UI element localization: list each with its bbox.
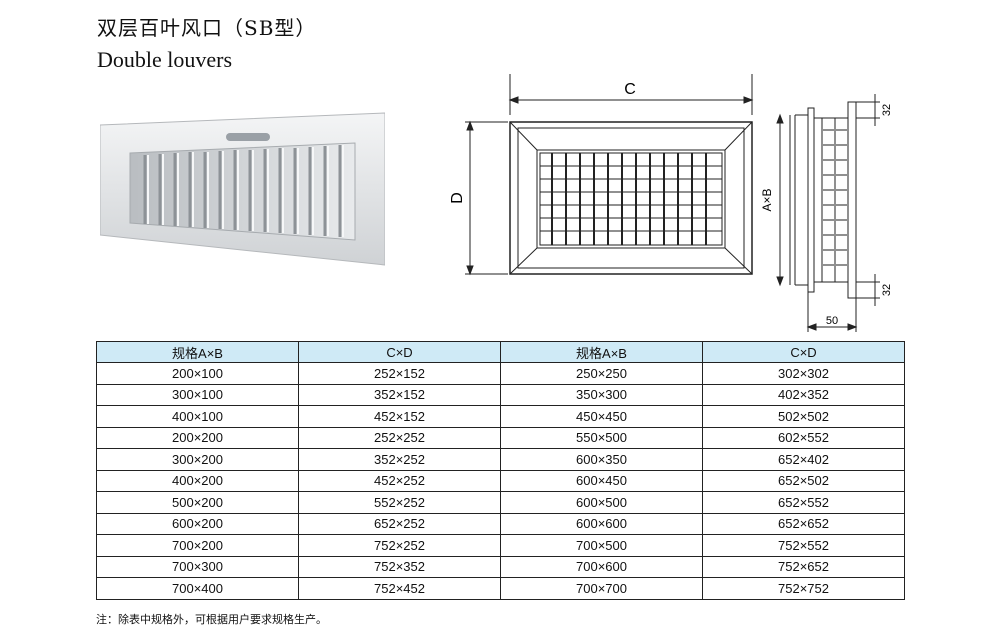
table-cell: 600×600 — [500, 512, 703, 535]
table-cell: 200×100 — [96, 362, 299, 385]
dimension-label-axb: A×B — [760, 188, 774, 211]
column-header: C×D — [702, 341, 905, 363]
page-subtitle: Double louvers — [97, 47, 233, 72]
table-header-row: 规格A×B C×D 规格A×B C×D — [96, 341, 905, 363]
table-cell: 600×450 — [500, 469, 703, 492]
table-cell: 652×502 — [702, 469, 905, 492]
table-cell: 252×152 — [298, 362, 501, 385]
table-cell: 752×252 — [298, 534, 501, 557]
column-header: C×D — [298, 341, 501, 363]
table-cell: 400×100 — [96, 405, 299, 428]
table-cell: 700×600 — [500, 555, 703, 578]
product-photo — [100, 112, 385, 266]
table-cell: 452×252 — [298, 469, 501, 492]
table-cell: 700×200 — [96, 534, 299, 557]
table-cell: 652×652 — [702, 512, 905, 535]
dimension-label-c: C — [624, 81, 636, 98]
table-cell: 302×302 — [702, 362, 905, 385]
table-cell: 402×352 — [702, 383, 905, 406]
table-cell: 600×350 — [500, 448, 703, 471]
table-cell: 600×500 — [500, 491, 703, 514]
table-cell: 502×502 — [702, 405, 905, 428]
table-cell: 700×700 — [500, 577, 703, 600]
table-cell: 752×452 — [298, 577, 501, 600]
dimension-label-bottom-32: 32 — [881, 284, 893, 296]
table-cell: 352×252 — [298, 448, 501, 471]
table-cell: 752×752 — [702, 577, 905, 600]
table-cell: 300×100 — [96, 383, 299, 406]
dimension-label-d: D — [449, 192, 466, 204]
table-cell: 452×152 — [298, 405, 501, 428]
footnote: 注：除表中规格外，可根据用户要求规格生产。 — [96, 613, 327, 626]
dimension-label-top-32: 32 — [881, 104, 893, 116]
table-cell: 352×152 — [298, 383, 501, 406]
table-cell: 652×402 — [702, 448, 905, 471]
table-cell: 250×250 — [500, 362, 703, 385]
table-cell: 552×252 — [298, 491, 501, 514]
table-cell: 700×300 — [96, 555, 299, 578]
page-title: 双层百叶风口（SB型） — [97, 16, 317, 40]
table-cell: 652×252 — [298, 512, 501, 535]
table-cell: 752×552 — [702, 534, 905, 557]
table-cell: 600×200 — [96, 512, 299, 535]
table-cell: 200×200 — [96, 426, 299, 449]
table-cell: 602×552 — [702, 426, 905, 449]
table-cell: 752×652 — [702, 555, 905, 578]
table-cell: 500×200 — [96, 491, 299, 514]
table-cell: 652×552 — [702, 491, 905, 514]
table-cell: 400×200 — [96, 469, 299, 492]
table-cell: 252×252 — [298, 426, 501, 449]
table-cell: 550×500 — [500, 426, 703, 449]
table-cell: 300×200 — [96, 448, 299, 471]
column-header: 规格A×B — [500, 341, 703, 363]
table-cell: 700×500 — [500, 534, 703, 557]
table-cell: 700×400 — [96, 577, 299, 600]
technical-drawing: C D A×B 32 32 50 — [449, 74, 893, 332]
table-cell: 450×450 — [500, 405, 703, 428]
column-header: 规格A×B — [96, 341, 299, 363]
table-cell: 350×300 — [500, 383, 703, 406]
table-cell: 752×352 — [298, 555, 501, 578]
dimension-label-depth-50: 50 — [826, 315, 838, 327]
